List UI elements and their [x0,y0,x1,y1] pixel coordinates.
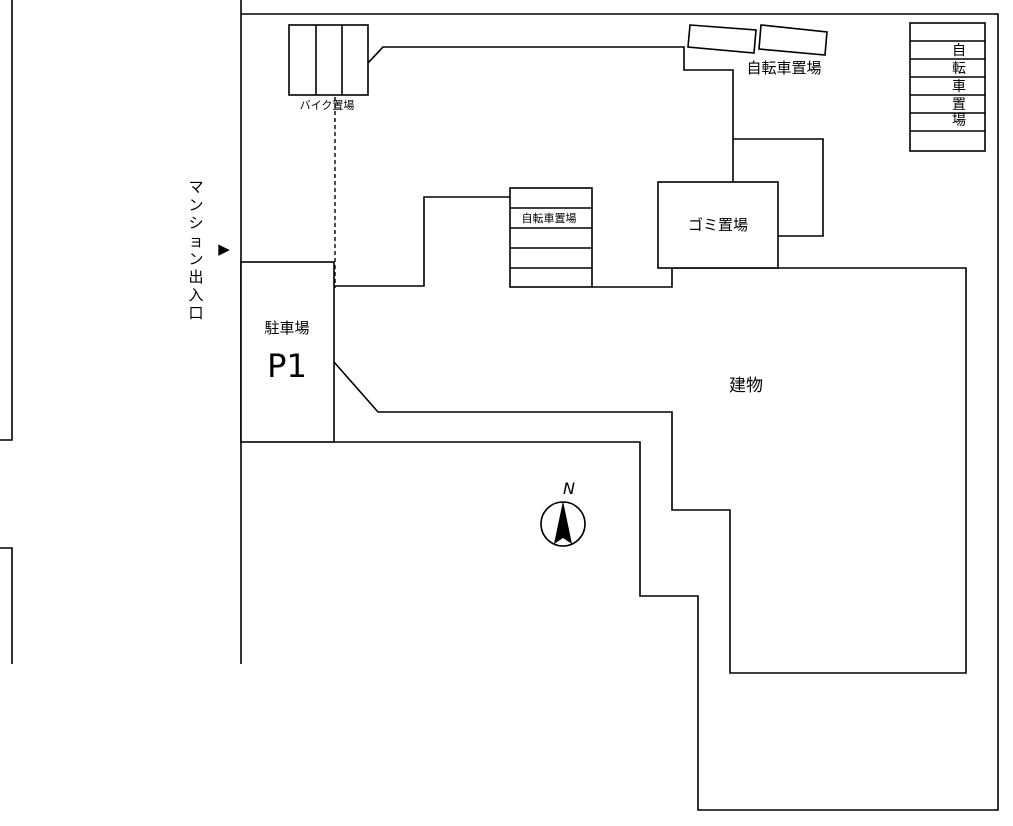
parking-label: 駐車場 [264,319,309,337]
road-edges [0,0,242,664]
entrance-char-5: ン [188,250,203,268]
building-outline-2 [333,267,967,674]
parking-code: P1 [267,347,307,385]
entrance-char-4: ョ [188,232,203,250]
bicycle-parking-top-label: 自転車置場 [746,59,821,77]
bicycle-parking-right[interactable]: 自 転 車 置 場 [909,22,986,152]
parking-p1[interactable]: 駐車場 P1 [240,261,335,443]
entrance-char-8: 口 [188,304,203,322]
entrance-char-2: ン [188,196,203,214]
bike-parking-label: バイク置場 [300,99,355,112]
garbage-label: ゴミ置場 [688,216,748,234]
entrance-char-6: 出 [188,268,203,286]
entrance-char-3: シ [188,214,203,232]
bicycle-parking-top[interactable]: 自転車置場 [687,24,828,77]
bike-parking[interactable]: バイク置場 [288,24,369,112]
bicycle-parking-right-char-2: 転 [952,61,966,77]
garbage-area[interactable]: ゴミ置場 [657,181,779,269]
bicycle-parking-middle-label: 自転車置場 [522,211,577,225]
bicycle-parking-middle[interactable]: 自転車置場 [509,187,593,288]
path-line-top [367,46,734,139]
north-label: N [563,479,575,498]
entrance-char-7: 入 [188,286,203,304]
north-compass-icon: N [540,479,586,547]
building-outline [334,196,510,287]
entrance-arrow-icon: ▶ [218,240,230,258]
bicycle-parking-right-char-5: 場 [952,113,966,129]
dashed-path-2 [367,46,384,64]
entrance-char-1: マ [188,178,203,196]
bicycle-parking-right-char-1: 自 [952,43,966,59]
bicycle-parking-right-char-4: 置 [952,97,966,113]
bicycle-parking-right-char-3: 車 [952,78,966,95]
building-label: 建物 [729,376,763,396]
path-line [732,138,824,237]
property-boundary [241,13,999,811]
entrance-label: マ ン シ ョ ン 出 入 口 [188,178,203,322]
